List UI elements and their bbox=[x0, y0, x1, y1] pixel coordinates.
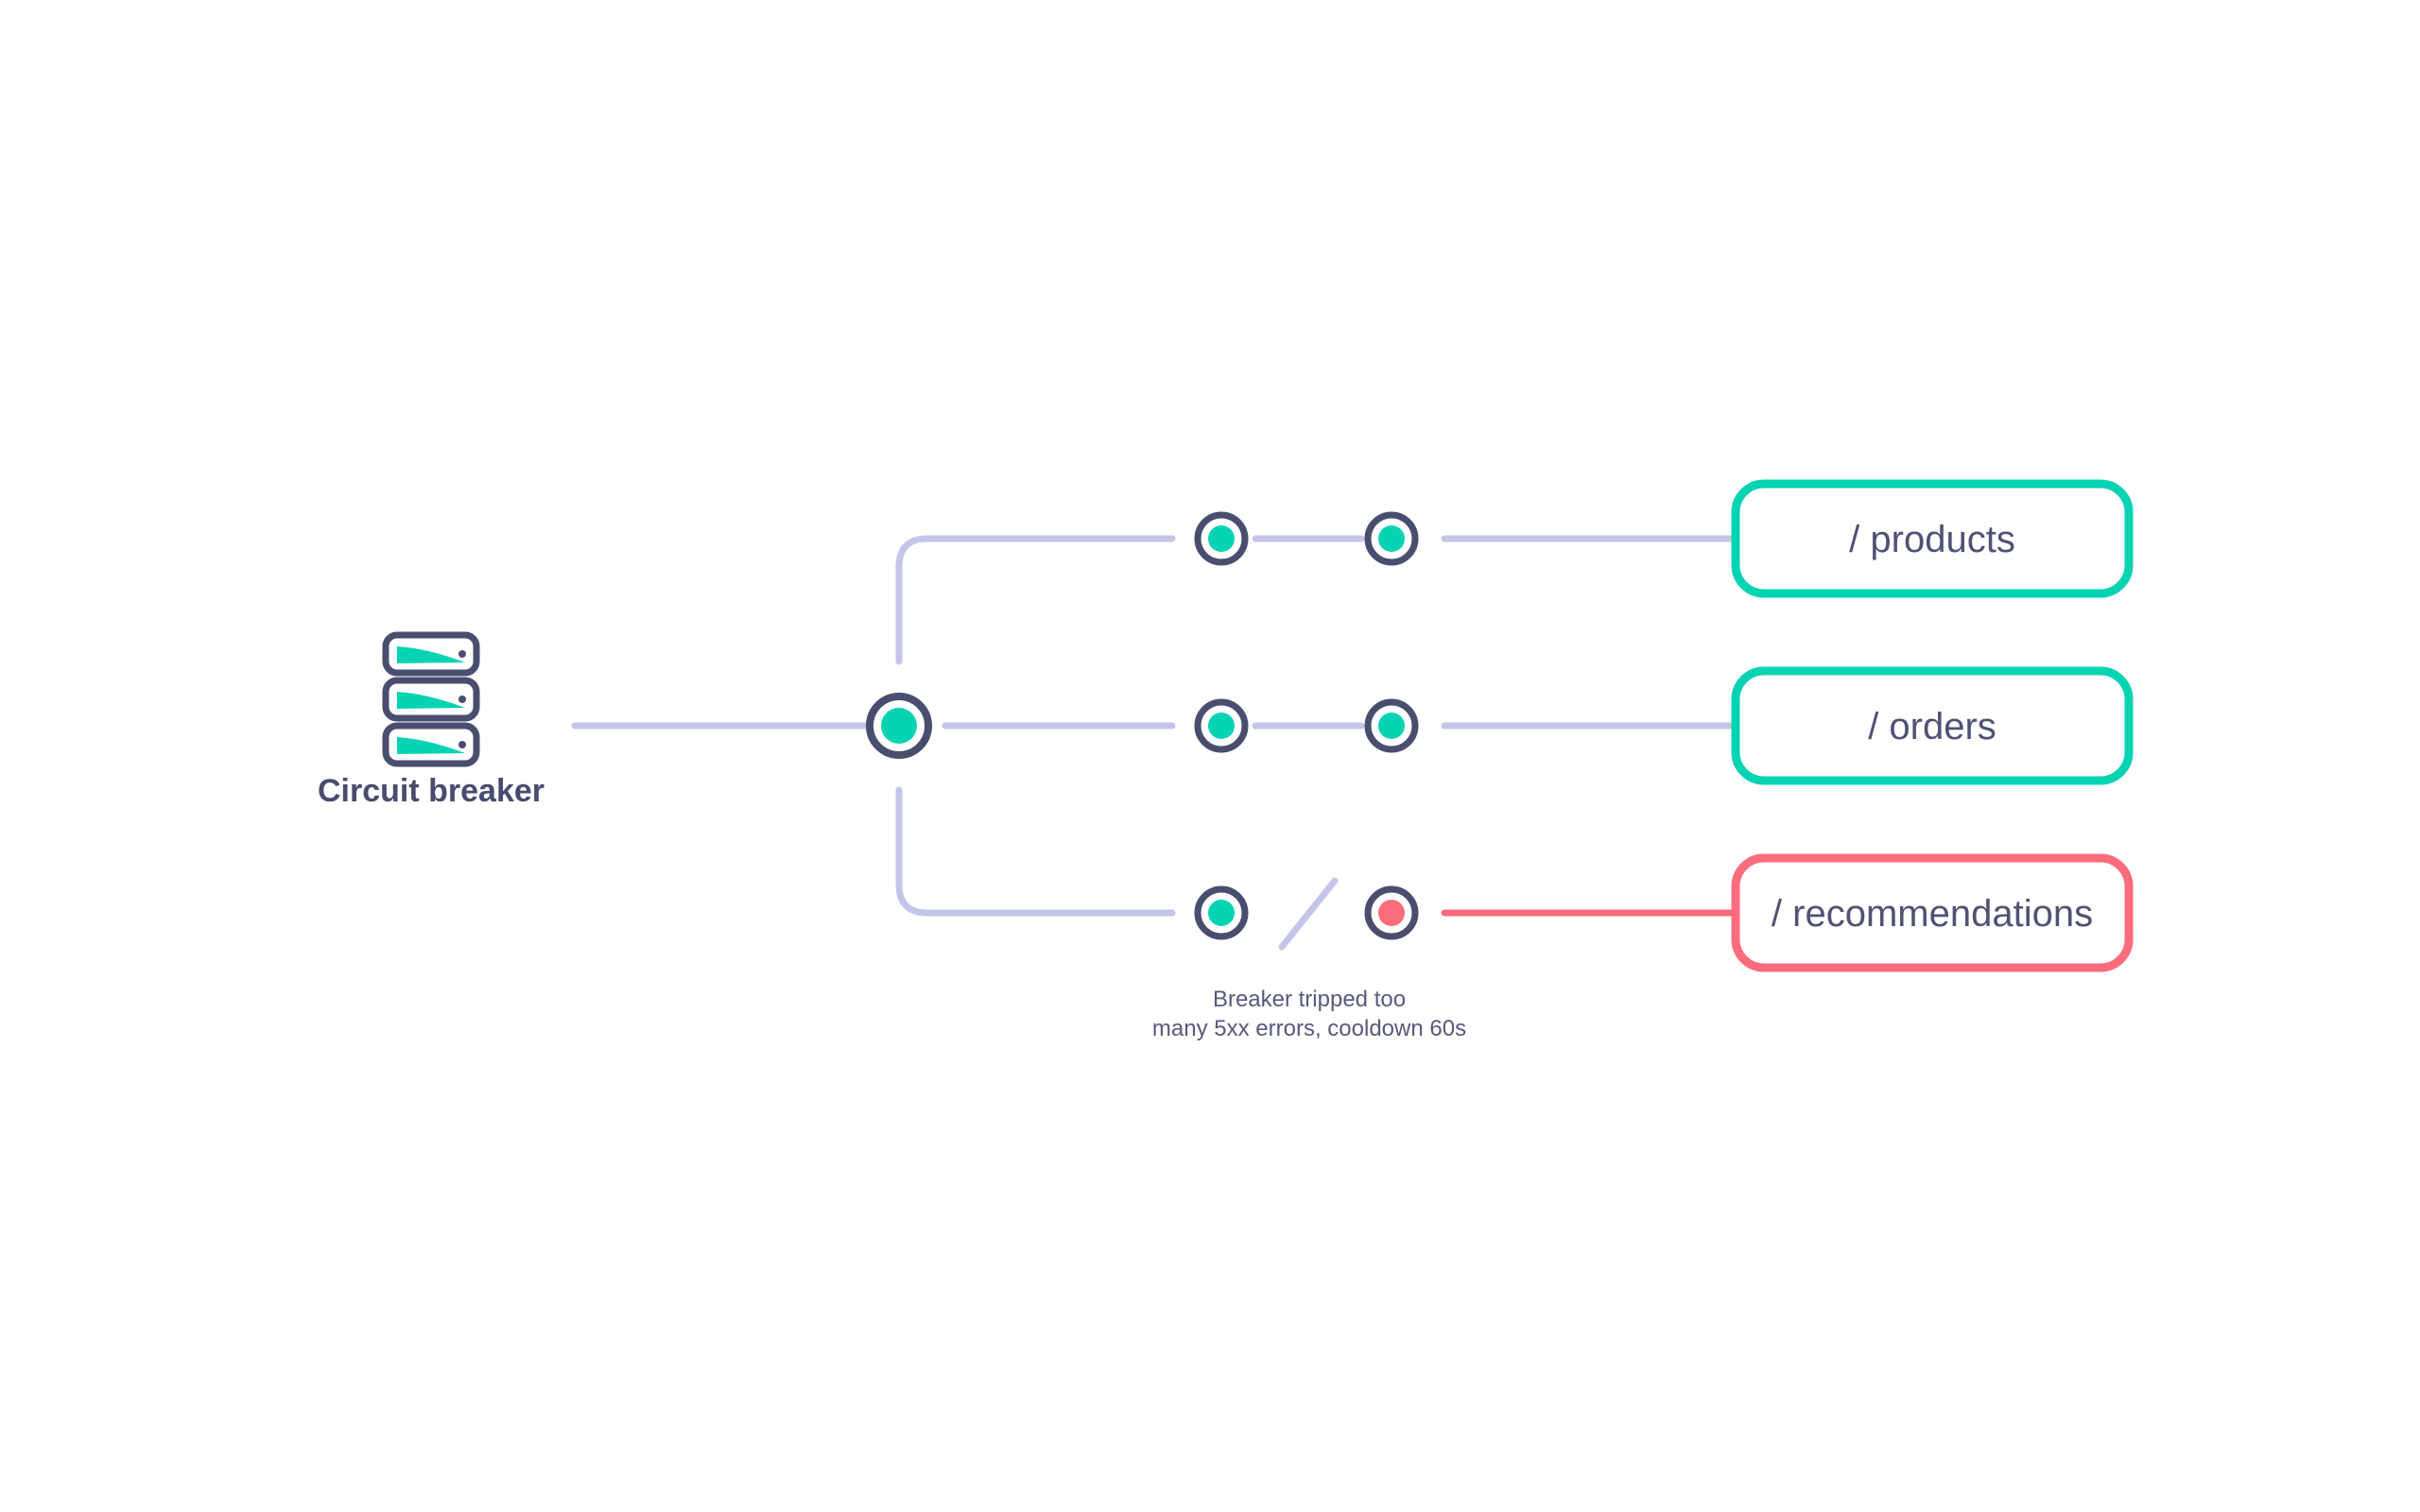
products-hop-node-2[interactable] bbox=[1364, 511, 1419, 566]
products-hop-node-1[interactable] bbox=[1194, 511, 1249, 566]
node-core bbox=[1378, 525, 1405, 552]
endpoint-box-recommendations[interactable]: / recommendations bbox=[1731, 853, 2134, 972]
breaker-caption-line-2: many 5xx errors, cooldown 60s bbox=[1152, 1016, 1466, 1041]
breaker-caption-line-1: Breaker tripped too bbox=[1213, 987, 1406, 1012]
server-bar-led bbox=[458, 650, 466, 658]
node-core bbox=[1208, 900, 1235, 926]
server-bar-wave bbox=[397, 737, 465, 754]
node-core bbox=[1208, 713, 1235, 739]
link-hub-to-products-branch bbox=[895, 535, 1176, 665]
endpoint-box-products[interactable]: / products bbox=[1731, 479, 2134, 598]
endpoint-box-outline bbox=[1731, 479, 2134, 598]
server-stack-icon bbox=[382, 631, 480, 767]
node-core bbox=[1378, 713, 1405, 739]
endpoint-box-orders[interactable]: / orders bbox=[1731, 666, 2134, 785]
server-bar-wave bbox=[397, 646, 465, 663]
endpoint-label: / recommendations bbox=[1772, 893, 2093, 935]
server-bar-led bbox=[458, 696, 466, 703]
endpoint-box-outline bbox=[1731, 853, 2134, 972]
endpoint-label: / orders bbox=[1868, 706, 1996, 747]
hub-node-core bbox=[881, 708, 917, 744]
source-label: Circuit breaker bbox=[318, 773, 544, 809]
node-core-failed bbox=[1378, 900, 1405, 926]
orders-hop-node-1[interactable] bbox=[1194, 698, 1249, 753]
recommendations-hop-node-2[interactable] bbox=[1364, 885, 1419, 940]
server-bar-wave bbox=[397, 692, 465, 709]
endpoint-box-outline bbox=[1731, 666, 2134, 785]
node-core bbox=[1208, 525, 1235, 552]
link-hub-to-recommendations-branch bbox=[895, 786, 1176, 917]
server-bar-led bbox=[458, 741, 466, 748]
recommendations-hop-node-1[interactable] bbox=[1194, 885, 1249, 940]
endpoint-label: / products bbox=[1849, 519, 2015, 560]
branch-hub-node[interactable] bbox=[866, 693, 932, 759]
broken-link-slash-icon bbox=[1278, 877, 1339, 951]
orders-hop-node-2[interactable] bbox=[1364, 698, 1419, 753]
